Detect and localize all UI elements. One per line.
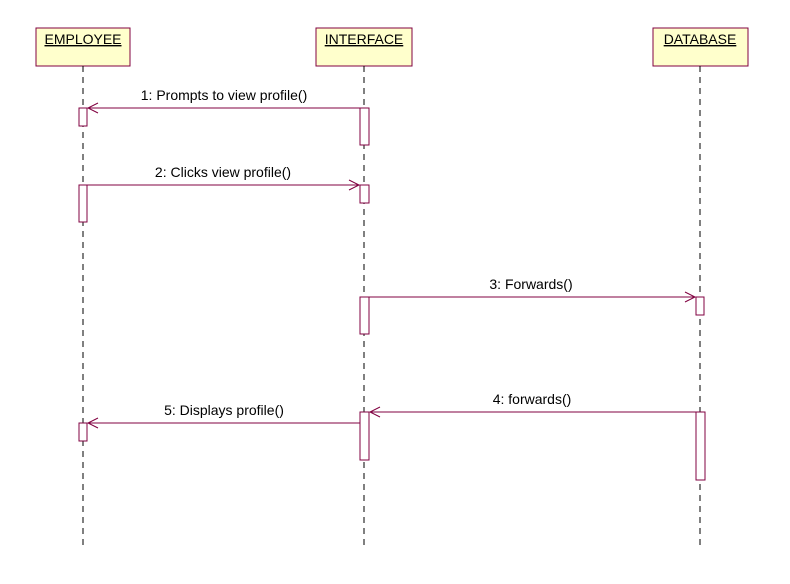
message-3-label: 3: Forwards() bbox=[489, 276, 572, 292]
message-3-arrowhead bbox=[684, 291, 697, 303]
object-label-employee: EMPLOYEE bbox=[44, 31, 121, 47]
message-5-arrowhead bbox=[86, 417, 99, 429]
message-4: 4: forwards() bbox=[368, 391, 696, 418]
activation-interface-4 bbox=[359, 411, 370, 461]
message-1-arrowhead bbox=[86, 102, 99, 114]
object-interface: INTERFACE bbox=[315, 27, 413, 67]
message-5-label: 5: Displays profile() bbox=[164, 402, 284, 418]
object-database: DATABASE bbox=[652, 27, 749, 67]
message-1: 1: Prompts to view profile() bbox=[86, 87, 360, 114]
message-2-label: 2: Clicks view profile() bbox=[155, 164, 291, 180]
object-box-employee bbox=[35, 27, 131, 67]
activation-interface-3 bbox=[359, 296, 370, 335]
message-2: 2: Clicks view profile() bbox=[87, 164, 361, 191]
activation-database-2 bbox=[695, 411, 706, 481]
object-label-database: DATABASE bbox=[664, 31, 737, 47]
activation-interface-2 bbox=[359, 184, 370, 204]
activation-employee-3 bbox=[78, 422, 88, 442]
activation-employee-1 bbox=[78, 107, 88, 127]
activation-employee-2 bbox=[78, 184, 88, 223]
message-5: 5: Displays profile() bbox=[86, 402, 360, 429]
object-box-interface bbox=[315, 27, 413, 67]
message-4-arrowhead bbox=[368, 406, 381, 418]
object-label-interface: INTERFACE bbox=[325, 31, 404, 47]
message-3: 3: Forwards() bbox=[369, 276, 697, 303]
message-2-arrowhead bbox=[348, 179, 361, 191]
message-4-label: 4: forwards() bbox=[493, 391, 572, 407]
activation-database-1 bbox=[695, 296, 705, 316]
object-box-database bbox=[652, 27, 749, 67]
object-employee: EMPLOYEE bbox=[35, 27, 131, 67]
message-1-label: 1: Prompts to view profile() bbox=[141, 87, 308, 103]
activation-interface-1 bbox=[359, 107, 370, 146]
